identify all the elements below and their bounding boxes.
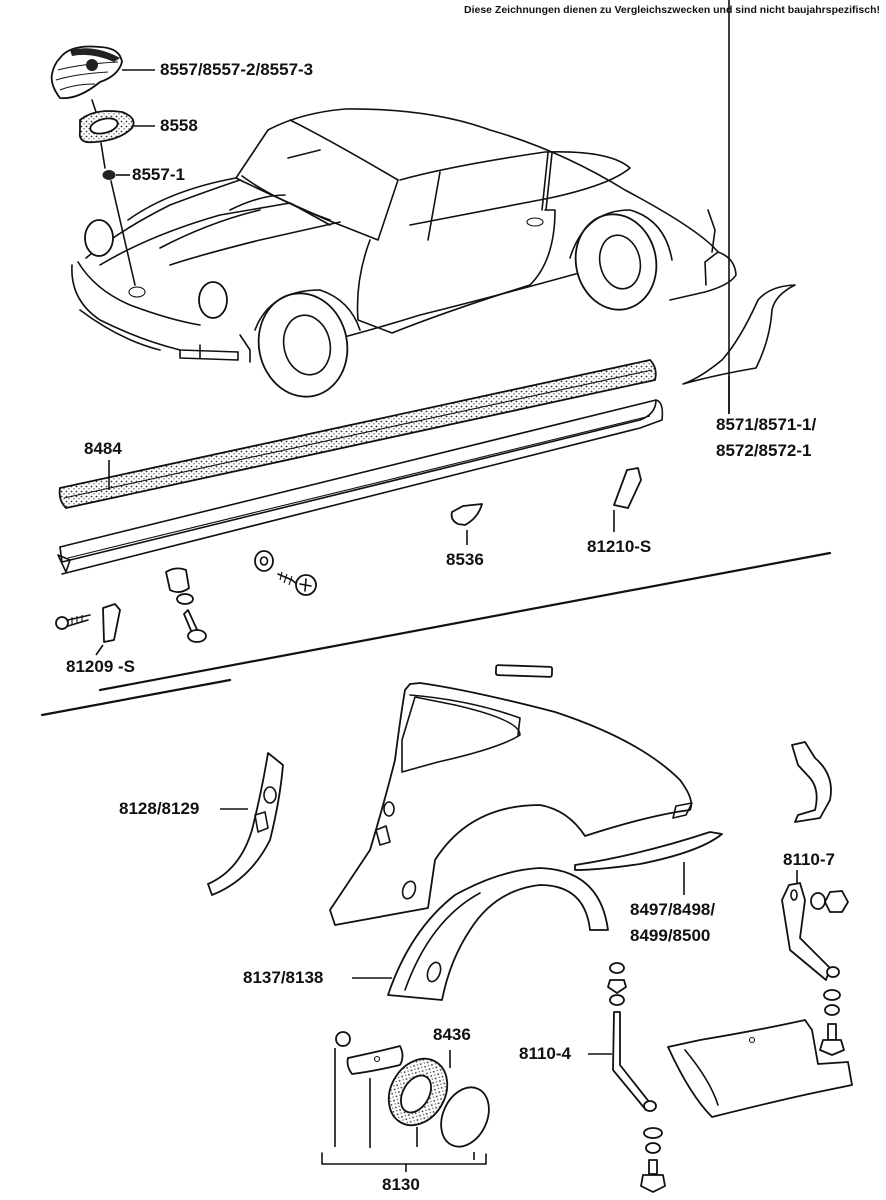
clip-81209: [102, 603, 121, 643]
rocker-trim: [57, 399, 664, 575]
bracket-upper: [791, 741, 832, 823]
screw-phillips: [277, 571, 317, 596]
label-crest: 8557/8557-2/8557-3: [160, 60, 314, 79]
rear-quarter-panel: [329, 682, 693, 926]
label-kit-8130: 8130: [382, 1175, 420, 1194]
rear-valance: [667, 1019, 853, 1118]
divider-line-2: [40, 678, 232, 717]
label-wheel-arch: 8137/8138: [243, 968, 324, 987]
bracket-8110-7: [781, 882, 849, 981]
inner-panel: [207, 752, 284, 896]
kit-bracket: [321, 1048, 487, 1172]
label-side-window-trim-2: 8572/8572-1: [716, 441, 812, 460]
label-bracket-8110-4: 8110-4: [519, 1044, 571, 1063]
car-body: [71, 108, 737, 398]
screw-small: [55, 614, 91, 630]
clip-81210: [613, 467, 642, 509]
label-seal-8436: 8436: [433, 1025, 471, 1044]
rocker-seal: [58, 359, 657, 509]
label-rocker-seal: 8484: [84, 439, 122, 458]
rear-wheel: [569, 209, 673, 311]
bracket-8110-4: [607, 962, 666, 1193]
spacer: [165, 567, 207, 643]
crest-emblem: [50, 45, 123, 100]
label-rear-quarter-bottom-2: 8499/8500: [630, 926, 711, 945]
label-clip-81209: 81209 -S: [66, 657, 135, 676]
label-clip-8536: 8536: [446, 550, 484, 569]
label-crest-grommet: 8557-1: [132, 165, 185, 184]
seal-strip: [495, 664, 553, 678]
label-rear-quarter-bottom: 8497/8498/: [630, 900, 716, 919]
clip-8536: [450, 503, 483, 526]
label-clip-81210: 81210-S: [587, 537, 652, 556]
washer: [254, 550, 274, 572]
crest-grommet: [102, 170, 116, 180]
wheel-arch: [387, 867, 609, 1001]
side-window-trim: [682, 284, 796, 385]
label-bracket-8110-7: 8110-7: [783, 850, 835, 869]
label-crest-seal: 8558: [160, 116, 198, 135]
hardware-stack-right: [819, 989, 845, 1056]
divider-line-1: [98, 551, 832, 692]
label-side-window-trim: 8571/8571-1/: [716, 415, 817, 434]
kit-8130: [335, 1031, 490, 1148]
front-wheel: [254, 289, 361, 398]
label-inner-panel: 8128/8129: [119, 799, 200, 818]
rear-quarter-bottom-strip: [574, 831, 723, 871]
crest-seal: [78, 110, 135, 144]
disclaimer-notice: Diese Zeichnungen dienen zu Vergleichszw…: [463, 4, 880, 16]
